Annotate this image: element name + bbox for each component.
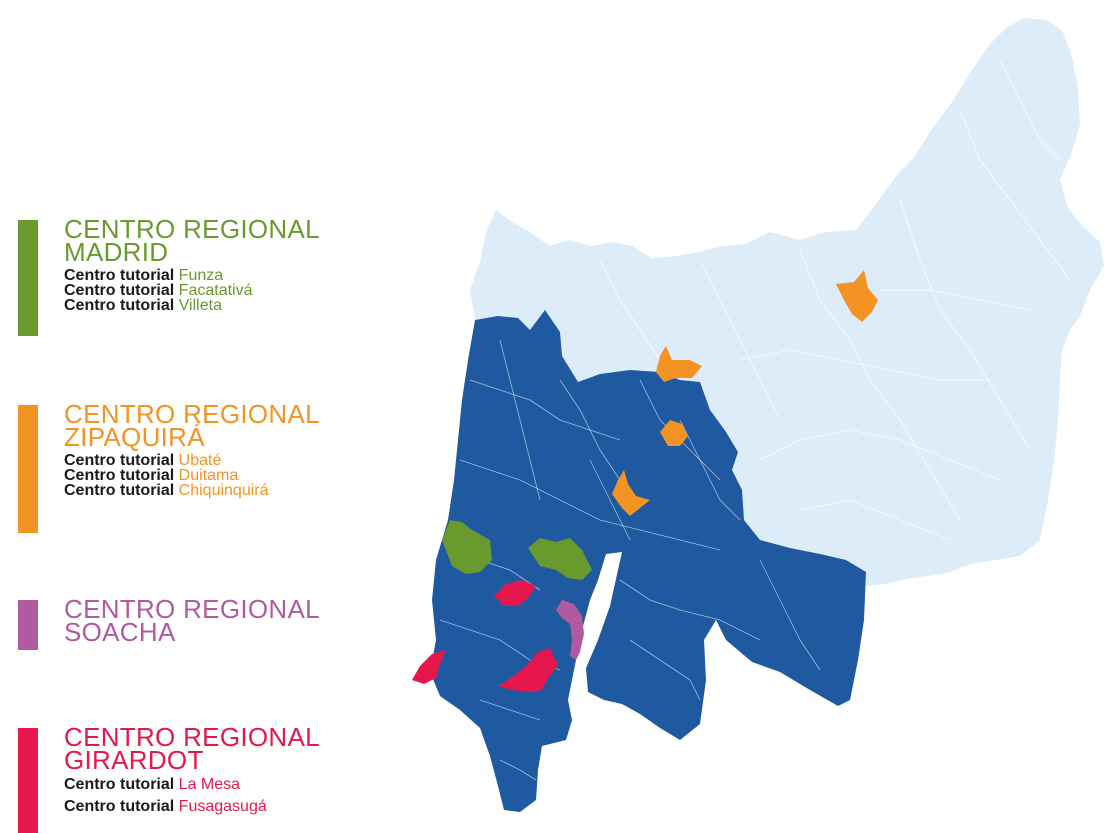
legend-swatch-madrid	[18, 220, 38, 336]
region-map	[400, 0, 1110, 829]
legend-item-city: Fusagasugá	[178, 798, 267, 815]
legend-item-city: Villeta	[178, 297, 222, 314]
map-legend: CENTRO REGIONAL MADRID Centro tutorial F…	[18, 0, 418, 833]
legend-item-city: La Mesa	[178, 776, 241, 793]
legend-item-city: Facatativá	[178, 282, 253, 299]
map-region-other-department	[470, 18, 1104, 586]
map-internal-borders-other	[599, 59, 1071, 541]
map-border-line	[959, 109, 1071, 281]
map-border-line	[459, 459, 721, 551]
map-border-line	[759, 429, 1001, 481]
map-area-girardot-south	[498, 648, 558, 692]
map-border-line	[559, 379, 621, 481]
map-area-girardot-north	[494, 580, 536, 606]
map-border-line	[999, 59, 1061, 161]
legend-item-prefix: Centro tutorial	[64, 798, 175, 815]
legend-list-zipaquira: Centro tutorial Ubaté Centro tutorial Du…	[64, 452, 320, 499]
legend-item: Centro tutorial La Mesa	[64, 774, 320, 796]
map-border-line	[679, 419, 741, 521]
map-border-line	[479, 699, 541, 721]
legend-item-city: Duitama	[178, 467, 239, 484]
map-border-line	[469, 379, 621, 441]
legend-title-line1: CENTRO REGIONAL	[64, 722, 320, 752]
legend-item-prefix: Centro tutorial	[64, 776, 175, 793]
legend-text-girardot: CENTRO REGIONAL GIRARDOT Centro tutorial…	[64, 722, 320, 818]
map-area-madrid-west	[442, 520, 492, 574]
map-border-line	[880, 289, 1031, 311]
map-border-line	[619, 579, 761, 641]
map-border-line	[599, 259, 661, 361]
legend-item: Centro tutorial Ubaté	[64, 452, 320, 469]
map-area-zipaquira-north	[656, 346, 702, 382]
map-border-line	[739, 349, 990, 381]
map-border-line	[629, 639, 701, 701]
legend-item-prefix: Centro tutorial	[64, 267, 175, 284]
legend-item-prefix: Centro tutorial	[64, 297, 175, 314]
legend-title-line2: ZIPAQUIRÁ	[64, 422, 205, 452]
region-map-svg	[412, 18, 1104, 812]
legend-title-zipaquira: CENTRO REGIONAL ZIPAQUIRÁ	[64, 399, 320, 452]
legend-item-city: Ubaté	[178, 452, 222, 469]
legend-item: Centro tutorial Duitama	[64, 467, 320, 484]
legend-list-girardot: Centro tutorial La Mesa Centro tutorial …	[64, 774, 320, 818]
legend-item: Centro tutorial Villeta	[64, 297, 320, 314]
map-area-zipaquira-south	[612, 470, 650, 516]
map-border-line	[699, 259, 781, 421]
legend-item: Centro tutorial Chiquinquirá	[64, 482, 320, 499]
legend-text-zipaquira: CENTRO REGIONAL ZIPAQUIRÁ Centro tutoria…	[64, 399, 320, 499]
legend-swatch-soacha	[18, 600, 38, 650]
legend-title-line1: CENTRO REGIONAL	[64, 399, 320, 429]
legend-title-line1: CENTRO REGIONAL	[64, 594, 320, 624]
legend-item-city: Chiquinquirá	[178, 482, 269, 499]
map-area-girardot-west	[412, 650, 446, 684]
map-area-zipaquira-central	[660, 420, 688, 446]
map-border-line	[899, 199, 1031, 451]
legend-title-line2: SOACHA	[64, 617, 176, 647]
legend-swatch-zipaquira	[18, 405, 38, 533]
legend-item-prefix: Centro tutorial	[64, 467, 175, 484]
map-area-soacha	[556, 600, 584, 660]
legend-item-prefix: Centro tutorial	[64, 452, 175, 469]
map-border-line	[799, 499, 951, 541]
legend-item: Centro tutorial Funza	[64, 267, 320, 284]
legend-title-line1: CENTRO REGIONAL	[64, 214, 320, 244]
legend-item-city: Funza	[178, 267, 224, 284]
legend-swatch-girardot	[18, 728, 38, 833]
map-border-line	[499, 339, 541, 501]
legend-text-soacha: CENTRO REGIONAL SOACHA	[64, 594, 320, 647]
map-border-line	[759, 559, 821, 671]
map-border-line	[799, 249, 961, 521]
legend-title-madrid: CENTRO REGIONAL MADRID	[64, 214, 320, 267]
map-border-line	[499, 759, 537, 781]
legend-title-line2: MADRID	[64, 237, 169, 267]
legend-item: Centro tutorial Fusagasugá	[64, 796, 320, 818]
legend-item-prefix: Centro tutorial	[64, 482, 175, 499]
legend-item: Centro tutorial Facatativá	[64, 282, 320, 299]
legend-item-prefix: Centro tutorial	[64, 282, 175, 299]
legend-title-soacha: CENTRO REGIONAL SOACHA	[64, 594, 320, 647]
legend-title-girardot: CENTRO REGIONAL GIRARDOT	[64, 722, 320, 775]
map-border-line	[589, 459, 631, 541]
legend-text-madrid: CENTRO REGIONAL MADRID Centro tutorial F…	[64, 214, 320, 314]
map-area-zipaquira-ne	[836, 270, 878, 322]
map-area-madrid-east	[528, 538, 592, 580]
legend-title-line2: GIRARDOT	[64, 745, 204, 775]
legend-list-madrid: Centro tutorial Funza Centro tutorial Fa…	[64, 267, 320, 314]
